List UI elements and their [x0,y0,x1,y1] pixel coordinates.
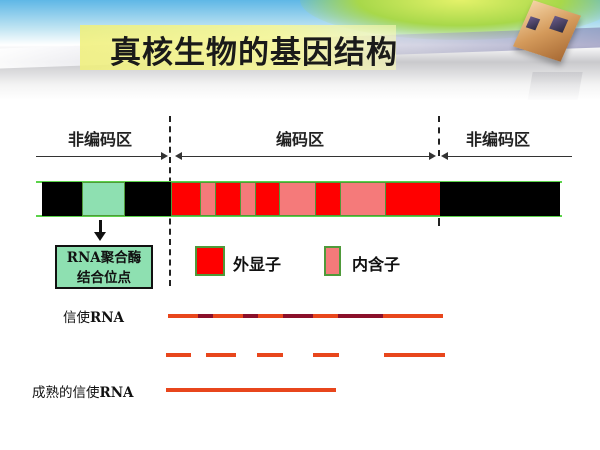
cube-reflection [527,72,583,100]
region-label-coding: 编码区 [276,130,325,149]
arrowhead-right-icon [429,152,436,160]
mrna-intron [243,314,258,318]
legend-exon-label: 外显子 [233,255,282,274]
promoter-label-line2: 结合位点 [77,270,131,286]
cube-photo-tile [525,16,541,31]
exon-segment [255,182,280,216]
spliced-exon [313,353,339,357]
mrna-label-cn: 信使 [63,310,90,326]
down-arrow-icon [94,232,106,241]
exon-segment [171,182,201,216]
promoter-segment [82,182,125,216]
exon-segment [385,182,440,216]
mrna-intron [338,314,383,318]
mrna-exon [168,314,198,318]
intron-segment [279,182,316,216]
mrna-intron [198,314,213,318]
legend-intron-swatch [324,246,341,276]
slide-title: 真核生物的基因结构 [110,35,398,71]
region-label-noncoding-right: 非编码区 [466,130,531,149]
slide-header-banner: 真核生物的基因结构 [0,0,600,100]
intron-segment [240,182,256,216]
noncoding-right-span-line [446,156,572,157]
promoter-label-line1: RNA聚合酶 [66,250,142,266]
promoter-arrow-shaft [99,220,102,234]
intron-segment [340,182,386,216]
mrna-label: 信使RNA [63,306,124,326]
intron-segment [200,182,216,216]
noncoding-left-span-line [36,156,166,157]
mrna-exon [213,314,243,318]
exon-segment [215,182,241,216]
spliced-exon [166,353,191,357]
mature-mrna-label-en: RNA [99,385,134,401]
arrowhead-left-icon [175,152,182,160]
spliced-exon [206,353,236,357]
mrna-intron [283,314,313,318]
mature-mrna-label-cn: 成熟的信使 [32,385,100,401]
region-label-noncoding-left: 非编码区 [68,130,133,149]
spliced-exon [257,353,283,357]
mrna-exon [313,314,338,318]
mature-mrna-label: 成熟的信使RNA [32,381,134,401]
arrowhead-left-icon [441,152,448,160]
spliced-exon [384,353,445,357]
cube-photo-tile [549,15,569,33]
gene-bottom-rail [36,215,562,217]
coding-end-boundary-top [438,116,442,156]
coding-span-line [180,156,434,157]
legend-exon-swatch [195,246,225,276]
mrna-exon [258,314,283,318]
mrna-exon [383,314,443,318]
promoter-label-box: RNA聚合酶 结合位点 [55,245,153,289]
exon-segment [315,182,341,216]
mrna-label-en: RNA [90,310,125,326]
arrowhead-right-icon [161,152,168,160]
coding-end-boundary-bottom [438,218,442,226]
title-highlight-band [80,25,396,70]
legend-intron-label: 内含子 [352,255,401,274]
mature-mrna-strand [166,388,336,392]
